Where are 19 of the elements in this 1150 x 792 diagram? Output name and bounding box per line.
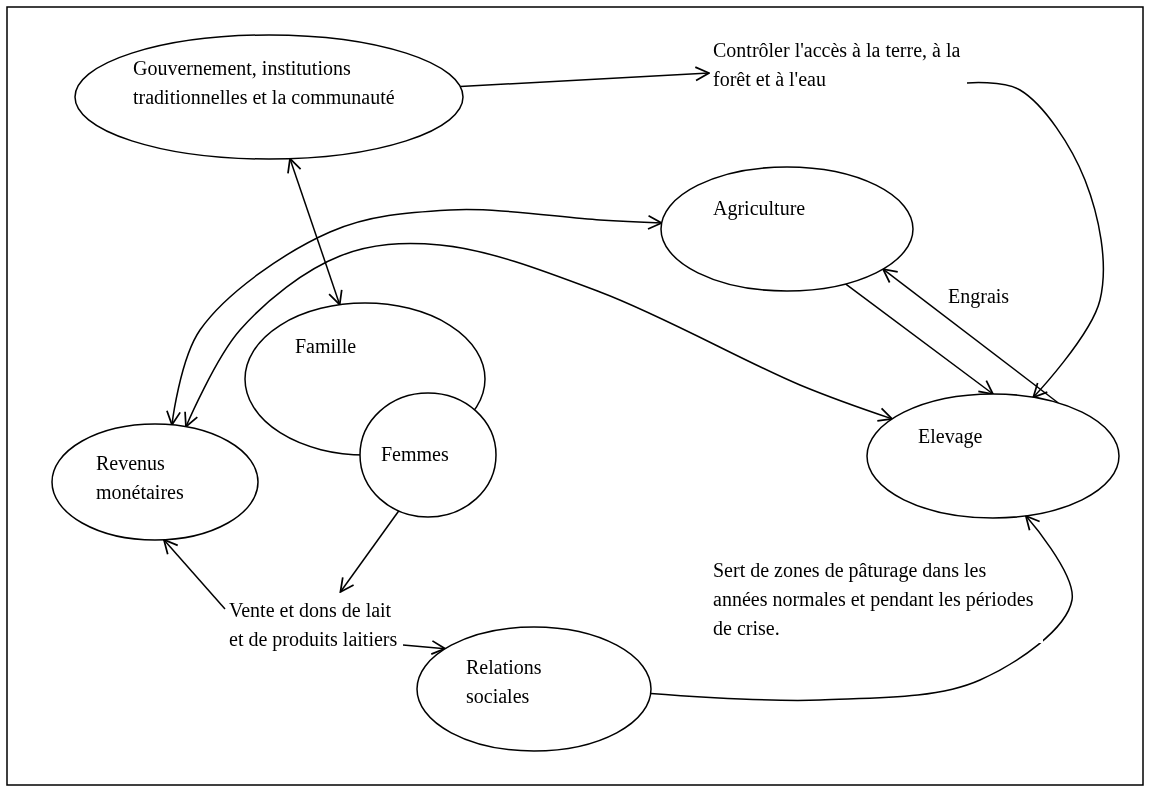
node-label: Revenus monétaires: [96, 451, 185, 505]
node-label: Relations sociales: [466, 655, 543, 709]
arrow: [459, 66, 710, 88]
arrow: [844, 283, 994, 395]
node-label: Gouvernement, institutions traditionnelles et la communauté: [133, 56, 396, 110]
arrow: [339, 510, 400, 593]
node-label: Agriculture: [713, 196, 807, 222]
arrow: [166, 208, 663, 426]
annotation-text: Vente et dons de lait et de produits laitiers: [229, 598, 399, 653]
arrow: [184, 242, 893, 428]
node-label: Elevage: [918, 424, 984, 450]
arrow: [402, 640, 446, 656]
annotation-text: Contrôler l'accès à la terre, à la forêt et à l'eau: [713, 38, 962, 92]
arrow: [163, 538, 226, 610]
node-label: Famille: [295, 334, 358, 359]
arrow: [966, 81, 1105, 399]
node-label: Femmes: [381, 442, 450, 467]
arrow: [287, 157, 343, 306]
arrow: [882, 268, 1060, 404]
